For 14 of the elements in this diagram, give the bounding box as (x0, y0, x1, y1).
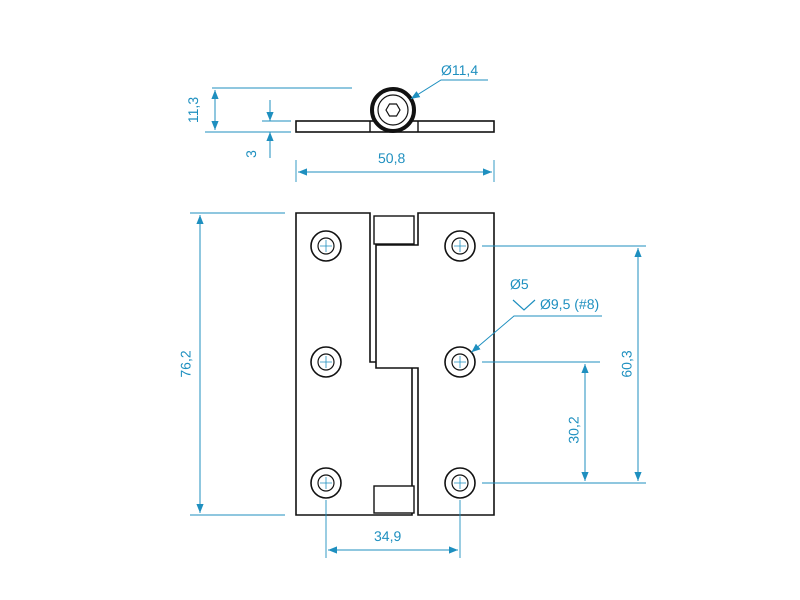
leader-line (470, 316, 602, 353)
hinge-knuckle (370, 87, 416, 133)
dimension-text: Ø5 (510, 276, 529, 292)
dimension-text: Ø11,4 (441, 62, 478, 78)
dimension-text: 34,9 (374, 528, 402, 544)
dimension-text: 76,2 (178, 350, 194, 378)
dimension-text: 60,3 (618, 350, 635, 378)
dimension-text: 30,2 (566, 416, 582, 444)
dimension-text: 50,8 (378, 150, 406, 166)
dimension-text: 11,3 (185, 96, 202, 124)
dimension-text: Ø9,5 (#8) (540, 296, 600, 312)
dimension-text: 3 (242, 150, 259, 158)
screw-hole (444, 346, 476, 378)
leader-line (410, 80, 488, 100)
